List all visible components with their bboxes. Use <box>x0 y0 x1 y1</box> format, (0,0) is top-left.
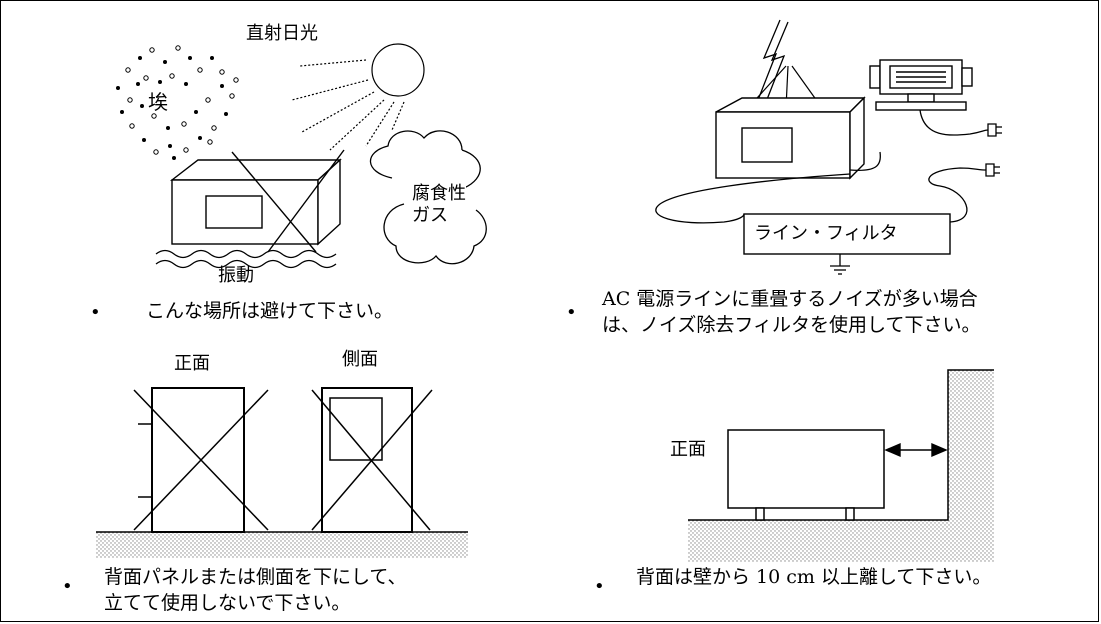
power-cables <box>655 109 989 224</box>
ground-icon <box>830 254 850 275</box>
gas-label-line2: ガス <box>412 205 448 226</box>
bullet: • <box>594 576 605 597</box>
front-label: 正面 <box>174 353 210 374</box>
bullet: • <box>566 302 577 323</box>
floor-hatch-left <box>96 532 468 558</box>
gas-label-line1: 腐食性 <box>412 183 466 204</box>
plug-icon <box>985 123 1002 177</box>
caption-noise-line1: AC 電源ラインに重畳するノイズが多い場合 <box>602 288 978 310</box>
dust-label: 埃 <box>148 90 168 114</box>
bullet: • <box>90 302 101 323</box>
vibration-waves <box>155 249 337 269</box>
side-label: 側面 <box>342 349 378 370</box>
wall-floor-hatch <box>688 370 994 562</box>
front-view-box-crossed <box>133 387 269 533</box>
caption-wall-clearance: 背面は壁から 10 cm 以上離して下さい。 <box>636 566 992 588</box>
dust-cloud <box>116 45 239 160</box>
instrument-box <box>715 96 866 180</box>
instrument-on-floor <box>727 429 885 521</box>
bullet: • <box>62 576 73 597</box>
vibration-label: 振動 <box>218 265 254 286</box>
caption-noise-line2: は、ノイズ除去フィルタを使用して下さい。 <box>602 314 981 336</box>
instrument-box-crossed <box>169 149 345 253</box>
caption-orientation-line2: 立てて使用しないで下さい。 <box>104 592 351 614</box>
caption-avoid-places: こんな場所は避けて下さい。 <box>146 300 394 322</box>
lightning-icon <box>757 19 789 103</box>
caption-orientation-line1: 背面パネルまたは側面を下にして、 <box>104 566 407 588</box>
sunlight-label: 直射日光 <box>246 23 318 44</box>
monitor-icon <box>869 59 973 111</box>
wall-front-label: 正面 <box>670 439 706 460</box>
line-filter-box <box>743 213 951 255</box>
line-filter-label: ライン・フィルタ <box>754 223 898 244</box>
gas-cloud <box>369 130 487 265</box>
clearance-arrow <box>884 442 948 458</box>
sun-icon <box>291 43 425 151</box>
side-view-box-crossed <box>311 387 433 533</box>
